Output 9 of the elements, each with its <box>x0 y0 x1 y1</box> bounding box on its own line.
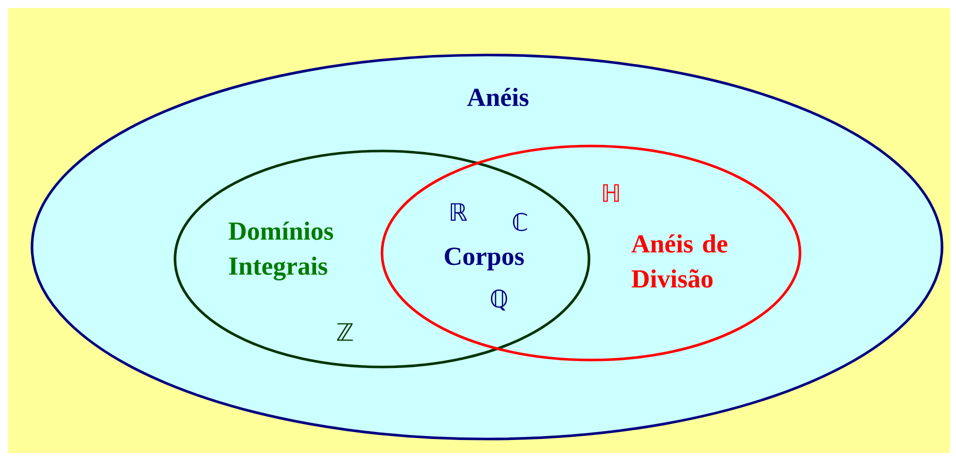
set-label: Anéis de Divisão <box>631 234 728 288</box>
set-symbol: ℝ <box>450 203 468 221</box>
set-label: Domínios Integrais <box>228 222 334 280</box>
set-label: Anéis <box>467 88 528 106</box>
set-symbol: ℚ <box>490 290 508 310</box>
intersection-label: Corpos <box>444 248 524 270</box>
set-symbol: ℂ <box>512 212 528 232</box>
set-symbol: ℤ <box>337 323 353 341</box>
set-symbol: ℍ <box>603 184 619 202</box>
